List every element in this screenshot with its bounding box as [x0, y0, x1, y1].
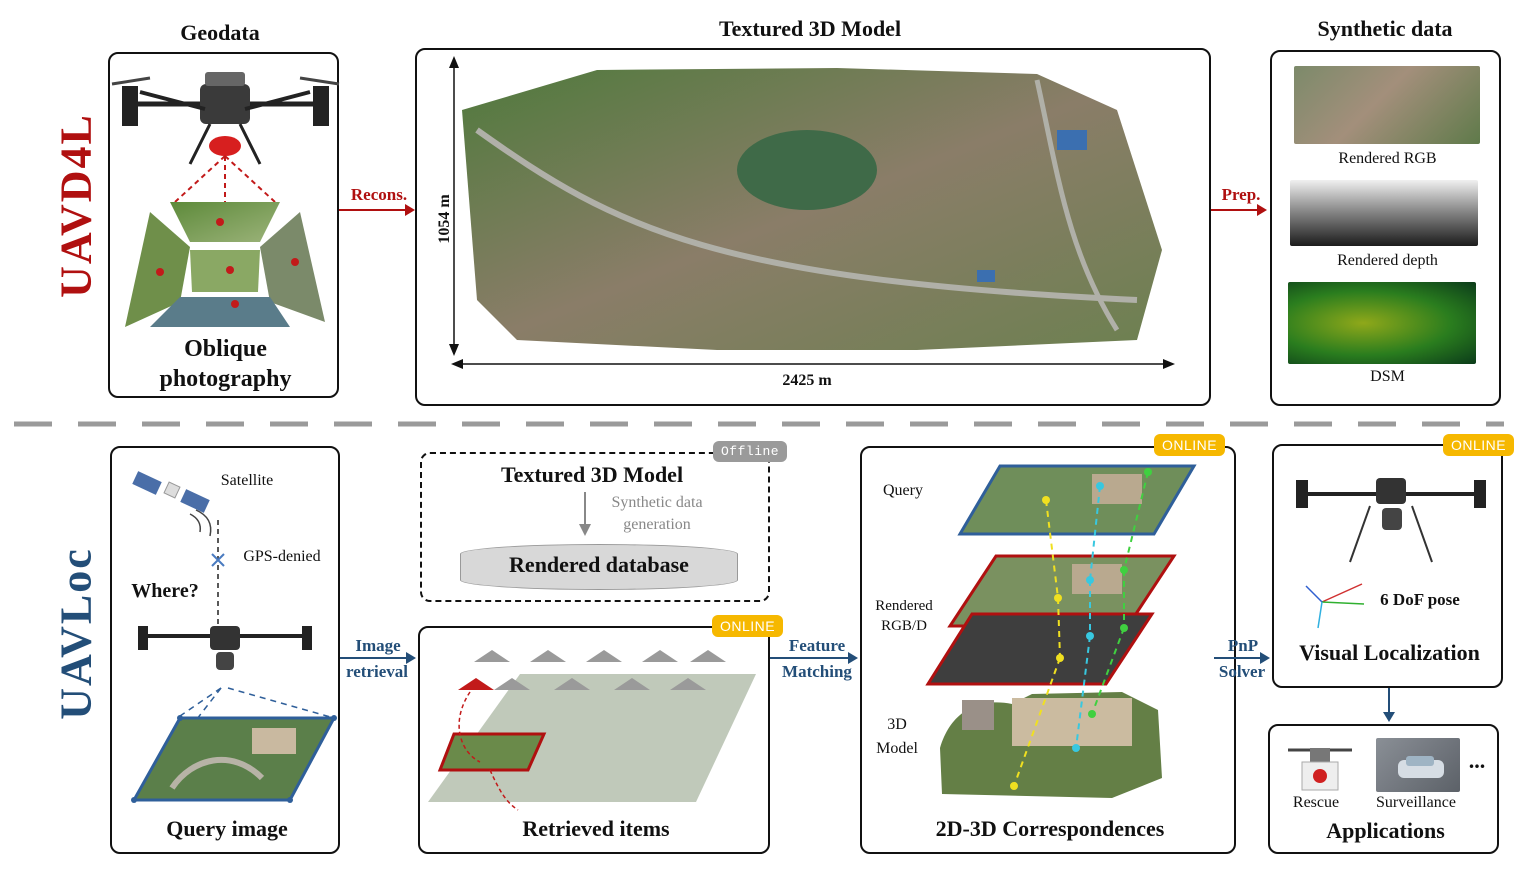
synthetic-title: Synthetic data — [1317, 16, 1453, 41]
pnp-label-line2: Solver — [1218, 662, 1266, 681]
rendered-rgb-image — [1294, 66, 1480, 144]
feature-matching-label-line1: Feature — [788, 636, 846, 655]
image-retrieval-arrow — [340, 652, 416, 664]
surveillance-label: Surveillance — [1376, 794, 1456, 811]
rendered-depth-label: Rendered depth — [1337, 252, 1438, 269]
geodata-caption-line2: photography — [159, 366, 292, 392]
section-divider — [14, 421, 1504, 427]
correspondences-caption: 2D-3D Correspondences — [935, 816, 1165, 841]
model-title: Textured 3D Model — [718, 16, 902, 41]
synthetic-generation-line2: generation — [623, 516, 691, 533]
height-dimension-label: 1054 m — [436, 194, 453, 244]
applications-panel: Rescue Surveillance ... Applications — [1268, 724, 1499, 854]
satellite-label: Satellite — [220, 472, 274, 489]
retrieved-map — [428, 650, 756, 811]
query-image-caption: Query image — [166, 816, 288, 841]
feature-matching-label-line2: Matching — [782, 662, 852, 681]
dsm-image — [1288, 282, 1476, 364]
rendered-layer-label-line2: RGB/D — [881, 618, 927, 634]
pose-axes-icon — [1305, 583, 1365, 629]
query-layer-label: Query — [883, 482, 923, 499]
image-retrieval-label-line1: Image — [355, 636, 401, 655]
offline-badge: Offline — [713, 441, 788, 462]
pose-label: 6 DoF pose — [1380, 590, 1460, 609]
synthetic-generation-line1: Synthetic data — [611, 494, 703, 511]
oblique-photo-tiles — [125, 202, 325, 327]
satellite-icon — [132, 471, 212, 537]
retrieved-items-caption: Retrieved items — [522, 816, 670, 841]
correspondences-online-badge: ONLINE — [1154, 434, 1226, 456]
query-panel: Satellite GPS-denied Where? Query image — [110, 446, 340, 854]
rescue-drone-icon — [1288, 748, 1352, 791]
pnp-arrow — [1214, 652, 1270, 664]
rendered-depth-image — [1290, 180, 1478, 246]
applications-ellipsis: ... — [1468, 748, 1486, 773]
correspondences-panel: Query Rendered RGB/D 3D Model — [860, 446, 1236, 854]
localization-caption: Visual Localization — [1299, 640, 1480, 665]
query-photo — [131, 687, 337, 803]
localization-online-badge: ONLINE — [1443, 434, 1515, 456]
model-layer-label-line2: Model — [876, 740, 918, 757]
rendered-database-label: Rendered database — [509, 552, 689, 577]
image-retrieval-label-line2: retrieval — [346, 662, 408, 681]
localization-panel: 6 DoF pose Visual Localization — [1272, 444, 1503, 688]
retrieved-online-badge: ONLINE — [712, 615, 784, 637]
geodata-caption-line1: Oblique — [184, 336, 267, 362]
synthetic-generation-arrow — [579, 492, 591, 536]
rendered-rgb-label: Rendered RGB — [1338, 150, 1437, 167]
localization-drone-icon — [1296, 478, 1486, 563]
dsm-label: DSM — [1370, 368, 1405, 385]
offline-panel: Textured 3D Model Synthetic data generat… — [420, 452, 770, 602]
geodata-title: Geodata — [180, 20, 260, 45]
model-layer-label-line1: 3D — [887, 716, 907, 733]
retrieved-panel: Retrieved items — [418, 626, 770, 854]
applications-caption: Applications — [1326, 818, 1445, 843]
recons-arrow — [339, 204, 415, 216]
rendered-layer-label-line1: Rendered — [875, 598, 933, 614]
city-reconstruction — [449, 56, 1175, 369]
recons-label: Recons. — [350, 185, 408, 204]
localization-to-applications-arrow — [1383, 688, 1395, 722]
gps-denied-label: GPS-denied — [243, 548, 321, 565]
rendered-database-cylinder — [460, 544, 738, 590]
car-icon — [1398, 756, 1444, 778]
pnp-label-line1: PnP — [1227, 636, 1259, 655]
geodata-panel: Oblique photography — [108, 52, 340, 398]
synthetic-panel: Rendered RGB Rendered depth DSM — [1270, 50, 1501, 406]
prep-label: Prep. — [1221, 185, 1261, 204]
query-drone-icon — [138, 626, 312, 670]
layered-correspondences — [925, 464, 1197, 798]
uavloc-side-label: UAVLoc — [51, 547, 101, 720]
model-panel: 1054 m 2425 m — [415, 48, 1211, 406]
gps-link-line — [211, 520, 225, 640]
feature-matching-arrow — [770, 652, 858, 664]
prep-arrow — [1211, 204, 1267, 216]
width-dimension-label: 2425 m — [782, 372, 832, 389]
drone-icon — [111, 72, 340, 203]
rescue-label: Rescue — [1292, 794, 1340, 811]
where-label: Where? — [131, 580, 199, 602]
offline-model-title: Textured 3D Model — [500, 462, 684, 487]
uavd4l-side-label: UAVD4L — [51, 113, 101, 298]
